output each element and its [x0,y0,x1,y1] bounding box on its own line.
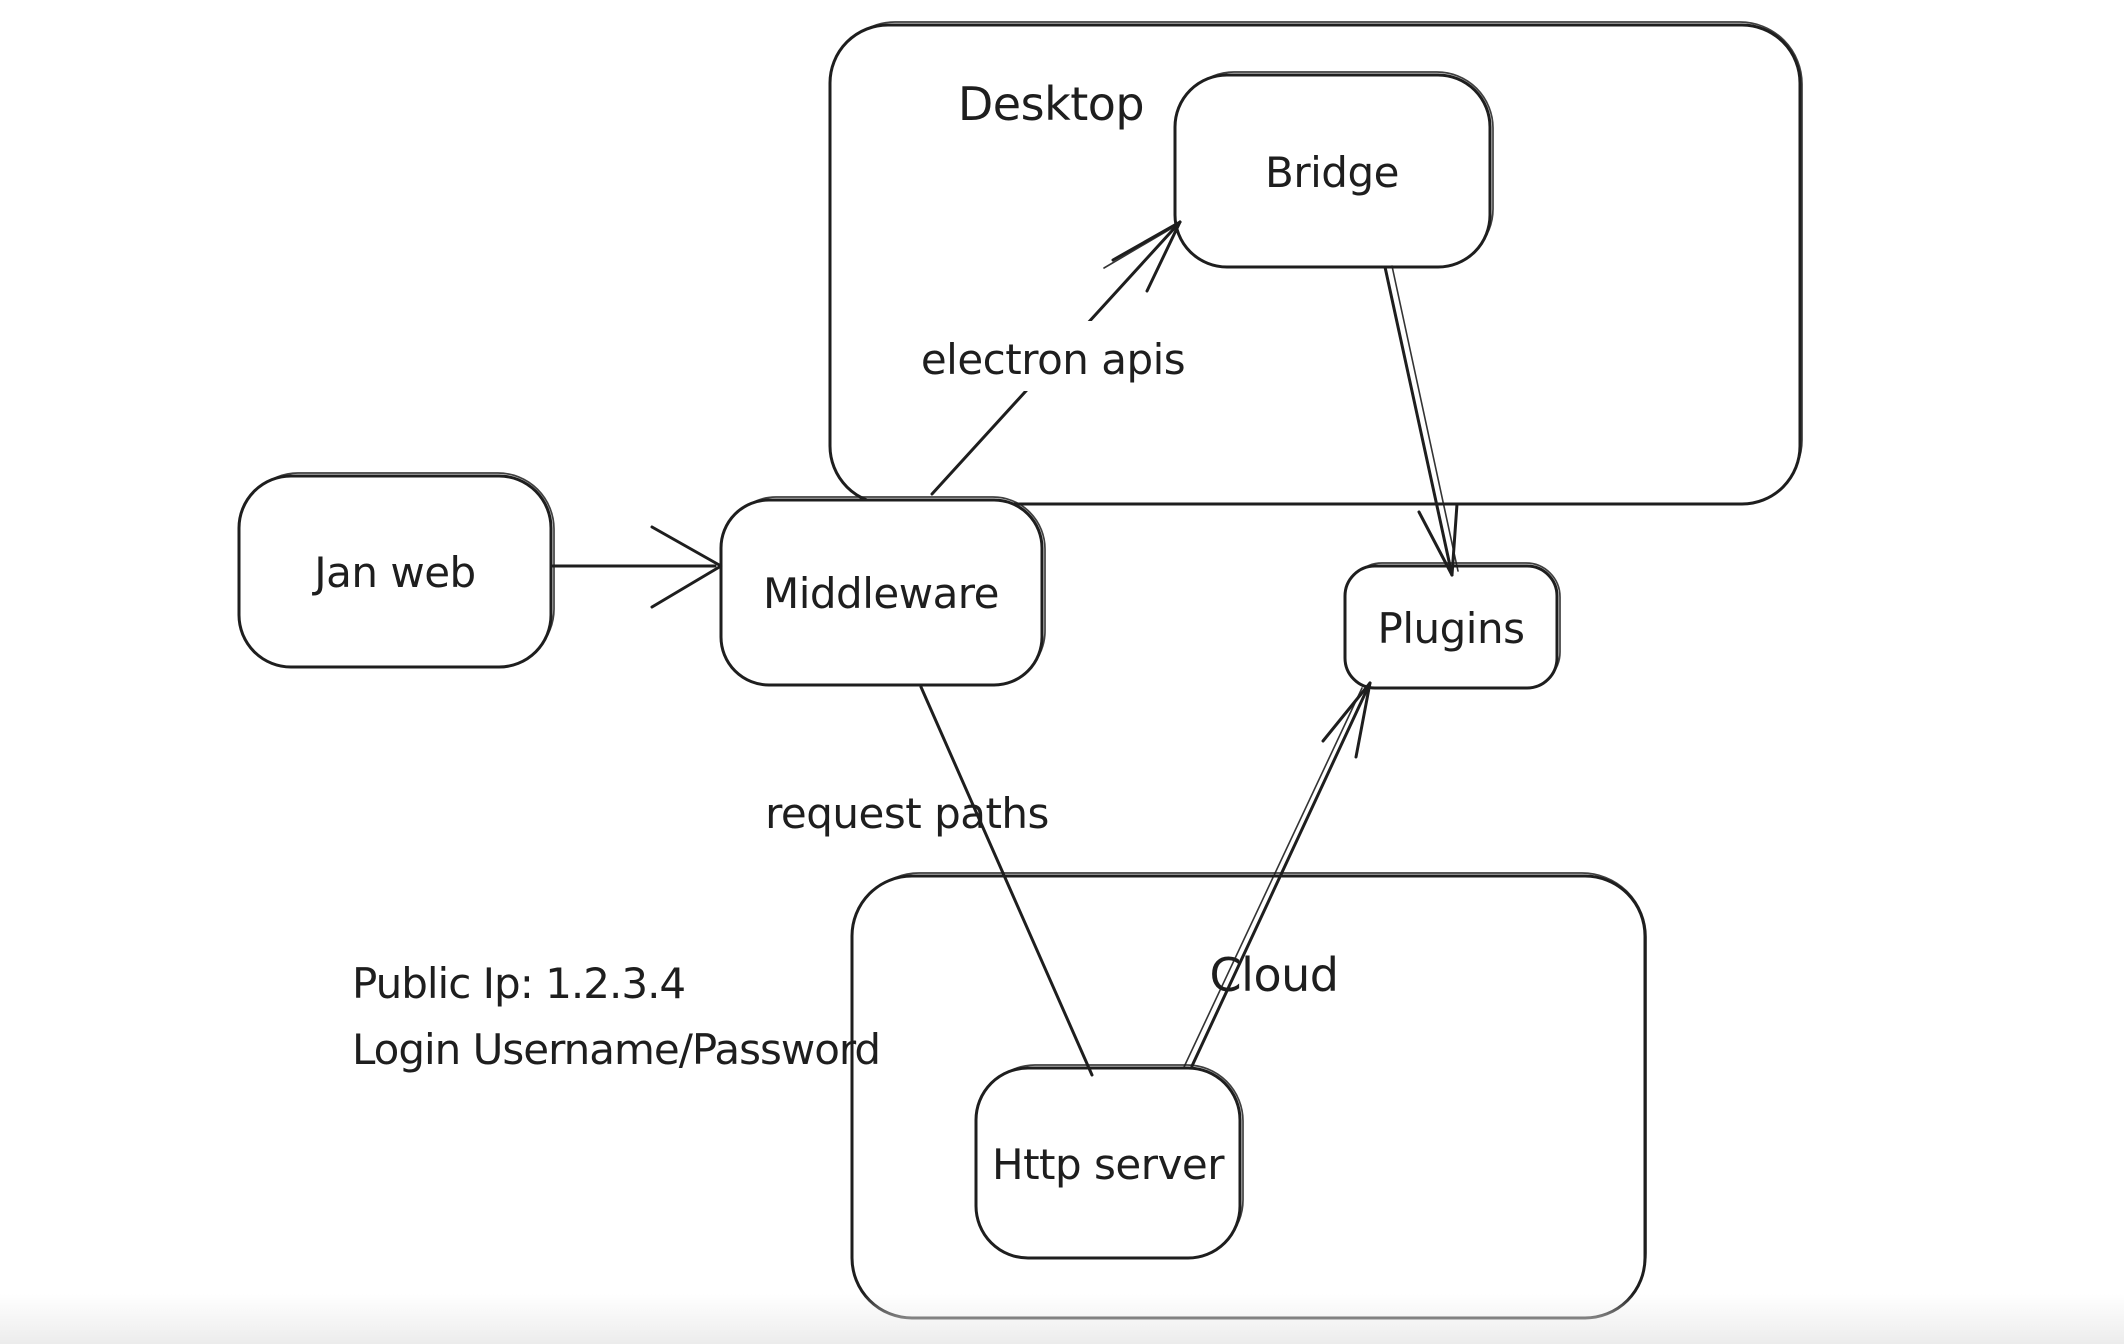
arrow-middleware-to-bridge-head [1111,220,1182,262]
jan-web-box[interactable] [237,474,553,669]
middleware-label[interactable]: Middleware [763,569,1000,618]
node-http-server[interactable]: Http server [974,1064,1244,1260]
middleware-box[interactable] [719,498,1044,687]
node-middleware[interactable]: Middleware [719,496,1046,687]
node-bridge[interactable]: Bridge [1173,71,1494,269]
node-plugins[interactable]: Plugins [1343,562,1561,690]
node-jan-web[interactable]: Jan web [237,472,555,669]
request-paths-label[interactable]: request paths [765,789,1049,838]
arrow-middleware-to-http-server[interactable]: request paths [765,685,1094,1077]
arrow-http-server-to-plugins-head [1321,681,1372,743]
arrow-jan-web-to-middleware[interactable] [551,525,723,609]
arrow-bridge-to-plugins-line[interactable] [1383,265,1454,577]
jan-web-label[interactable]: Jan web [311,548,476,597]
arrow-middleware-to-bridge-head [1145,220,1182,293]
bridge-box[interactable] [1173,73,1492,269]
electron-apis-label-bg [916,321,1190,391]
arrow-http-server-to-plugins-head [1354,681,1372,759]
container-cloud[interactable] [850,872,1647,1320]
http-server-label[interactable]: Http server [992,1140,1226,1189]
public-ip-note-line[interactable]: Public Ip: 1.2.3.4 [352,959,686,1008]
arrow-jan-web-to-middleware-head [650,525,723,568]
arrow-bridge-to-plugins-head [1417,510,1454,577]
electron-apis-label[interactable]: electron apis [921,335,1186,384]
arrow-bridge-to-plugins-head [1450,502,1459,577]
credentials-note[interactable]: Public Ip: 1.2.3.4 Login Username/Passwo… [352,959,881,1074]
desktop-label[interactable]: Desktop [958,77,1145,131]
plugins-label[interactable]: Plugins [1378,604,1525,653]
arrow-middleware-to-http-server-line[interactable] [919,685,1094,1077]
arrow-http-server-to-plugins-line[interactable] [1190,681,1372,1068]
arrow-http-server-to-plugins[interactable] [1183,681,1372,1068]
arrow-bridge-to-plugins[interactable] [1383,265,1459,577]
arrow-jan-web-to-middleware-head [650,564,723,609]
http-server-box[interactable] [974,1066,1242,1260]
cloud-label[interactable]: Cloud [1210,948,1339,1002]
arrow-bridge-to-plugins-line-echo [1391,265,1459,572]
arrow-middleware-to-bridge-head-echo [1103,227,1173,269]
page-bottom-fade [0,1294,2124,1344]
bridge-label[interactable]: Bridge [1265,148,1399,197]
arrow-middleware-to-bridge[interactable]: electron apis [916,220,1190,496]
arrow-http-server-to-plugins-line-echo [1183,687,1363,1068]
login-note-line[interactable]: Login Username/Password [352,1025,881,1074]
